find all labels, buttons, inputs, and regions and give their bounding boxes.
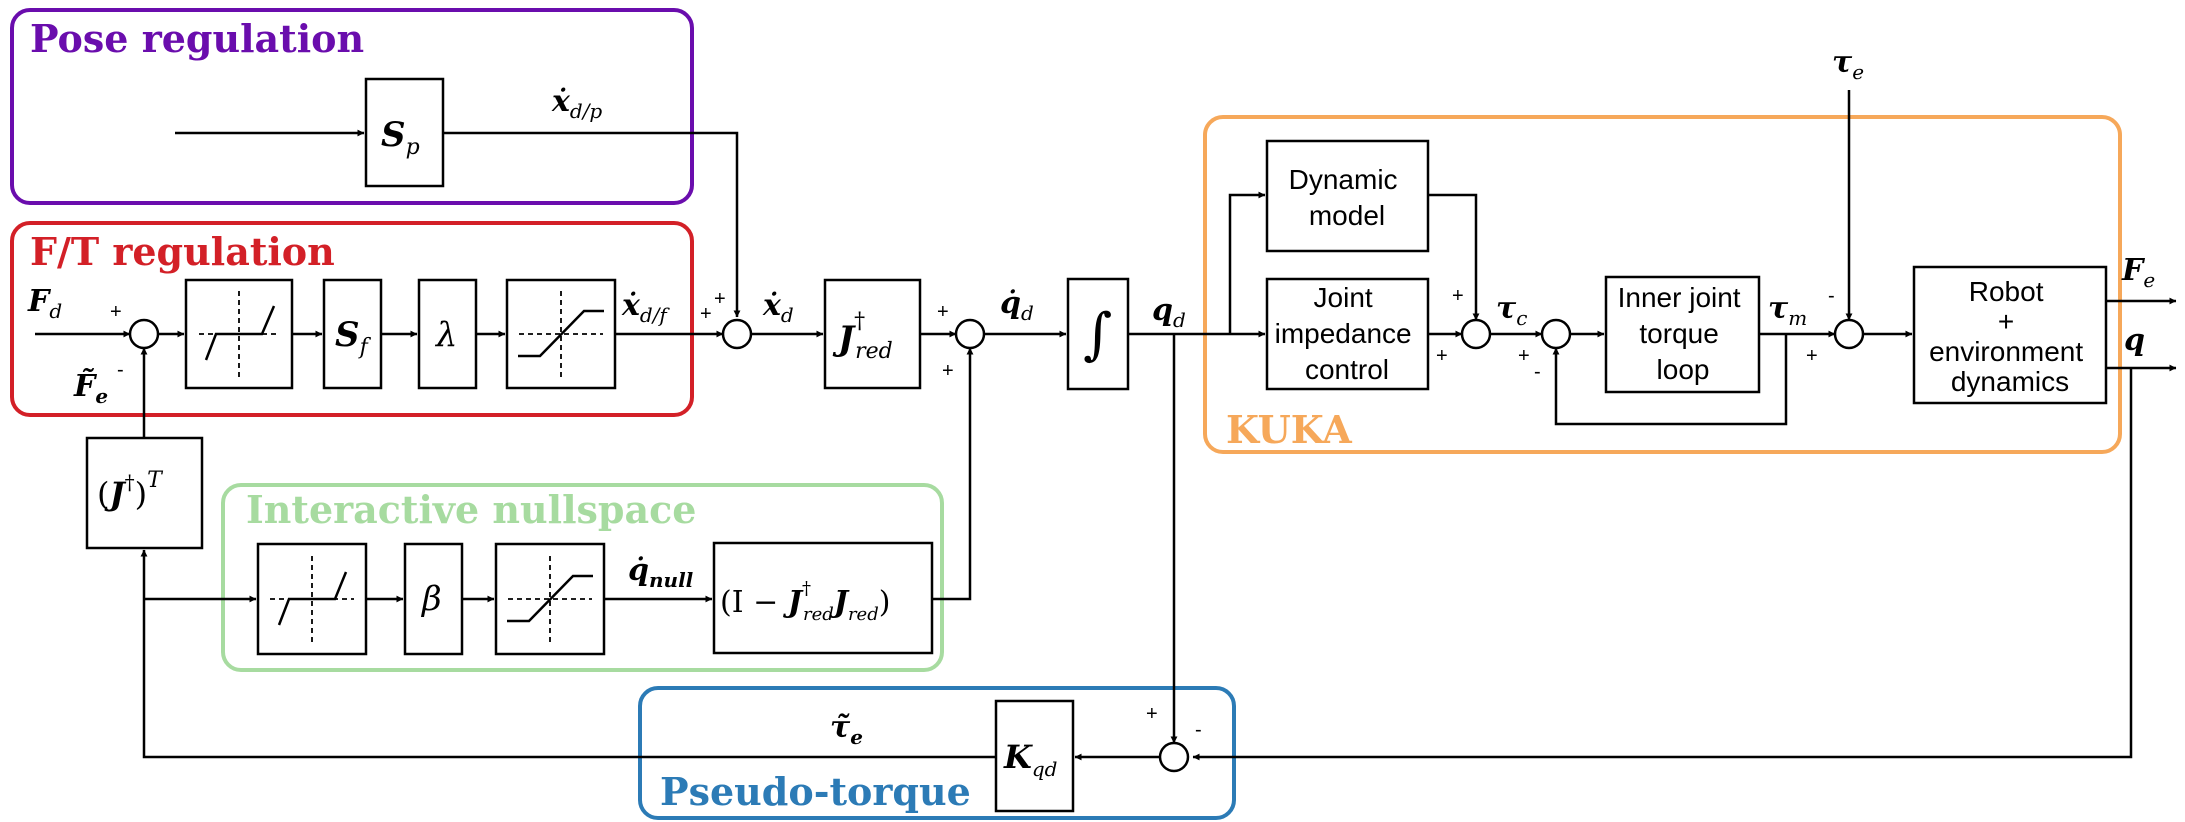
kuka-title: KUKA <box>1226 407 1352 452</box>
qdot-null-label: q̇null <box>628 553 694 592</box>
sum-junction-joint-velocity <box>954 318 986 350</box>
sum-junction-motor-torque <box>1833 318 1865 350</box>
xdot-df-label: ẋd/f <box>621 288 670 327</box>
tau-e-tilde-label: τ̃e <box>830 710 863 749</box>
beta-gain-block <box>403 542 464 656</box>
jred-pinv-block <box>823 278 922 390</box>
tau-e-label: τe <box>1832 45 1864 84</box>
nullspace-projector-label: (I − J†redJred) <box>720 578 890 625</box>
sf-gain-block <box>322 278 383 390</box>
sign-plus-joint-error-top: + <box>1146 703 1158 725</box>
nullspace-projector-block <box>712 541 934 655</box>
dynamic-model-label: Dynamic model <box>1289 164 1406 231</box>
joint-impedance-control-block <box>1265 277 1430 391</box>
robot-environment-label: Robot + environment dynamics <box>1929 276 2091 397</box>
pose-regulation-title: Pose regulation <box>30 16 364 61</box>
deadzone-curve-nullspace <box>277 571 348 626</box>
sign-plus-force-sum: + <box>110 301 122 323</box>
sum-junction-torque-error <box>1540 318 1572 350</box>
sign-minus-joint-error-right: - <box>1195 719 1202 741</box>
fe-output-label: Fe <box>2121 253 2155 292</box>
jpinv-transpose-block <box>85 436 204 550</box>
qdot-d-label: q̇d <box>1000 286 1034 325</box>
integrator-block <box>1066 277 1130 391</box>
inner-torque-loop-block <box>1604 275 1761 394</box>
integrator-label: ∫ <box>1083 302 1112 367</box>
sum-junction-force <box>128 318 160 350</box>
sum-junction-command-torque <box>1460 318 1492 350</box>
sign-plus-command-torque-top: + <box>1452 285 1464 307</box>
xdot-d-label: ẋd <box>762 288 794 327</box>
sp-gain-label: Sp <box>381 115 420 160</box>
sign-minus-motor-torque-top: - <box>1828 285 1835 307</box>
sign-plus-torque-error-left: + <box>1518 345 1530 367</box>
robot-environment-block <box>1912 265 2108 405</box>
lambda-gain-label: λ <box>434 315 458 355</box>
sign-minus-force-sum: - <box>117 359 124 381</box>
fe-tilde-label: F̃e <box>73 369 108 408</box>
deadzone-curve-ft <box>204 305 276 361</box>
joint-impedance-control-label: Joint impedance control <box>1275 282 1420 385</box>
sign-plus-velocity-sum-top: + <box>714 288 726 310</box>
qd-label: qd <box>1152 293 1186 332</box>
kuka-frame <box>1203 115 2122 454</box>
saturation-curve-nullspace <box>507 574 593 623</box>
ft-regulation-title: F/T regulation <box>30 229 335 274</box>
sign-plus-command-torque-bottom: + <box>1436 345 1448 367</box>
tau-m-label: τm <box>1768 291 1807 330</box>
q-output-label: q <box>2124 323 2145 358</box>
pseudo-torque-title: Pseudo-torque <box>660 769 971 814</box>
sign-plus-jointvel-sum-left: + <box>937 301 949 323</box>
tau-c-label: τc <box>1496 291 1527 330</box>
fd-label: Fd <box>27 284 62 323</box>
sign-plus-velocity-sum-left: + <box>700 303 712 325</box>
beta-gain-label: β <box>420 579 442 619</box>
saturation-curve-ft <box>518 309 604 358</box>
interactive-nullspace-frame <box>221 483 944 672</box>
sign-plus-jointvel-sum-bottom: + <box>942 360 954 382</box>
kqd-gain-block <box>994 699 1075 813</box>
lambda-gain-block <box>417 278 478 390</box>
interactive-nullspace-title: Interactive nullspace <box>246 487 696 532</box>
sum-junction-joint-error <box>1158 741 1190 773</box>
sum-junction-velocity <box>721 318 753 350</box>
pose-regulation-frame <box>10 8 694 205</box>
jpinv-transpose-label: (J†)T <box>97 468 164 513</box>
pseudo-torque-frame <box>638 686 1236 820</box>
ft-regulation-frame <box>10 221 694 417</box>
sign-plus-motor-torque-bottom: + <box>1806 345 1818 367</box>
inner-torque-loop-label: Inner joint torque loop <box>1618 282 1749 385</box>
kqd-gain-label: Kqd <box>1003 738 1057 781</box>
dynamic-model-block <box>1265 139 1430 253</box>
sign-minus-torque-error-bottom: - <box>1534 361 1541 383</box>
xdot-dp-label: ẋd/p <box>551 84 602 123</box>
sp-gain-block <box>364 77 445 188</box>
signal-wires <box>35 90 2177 761</box>
